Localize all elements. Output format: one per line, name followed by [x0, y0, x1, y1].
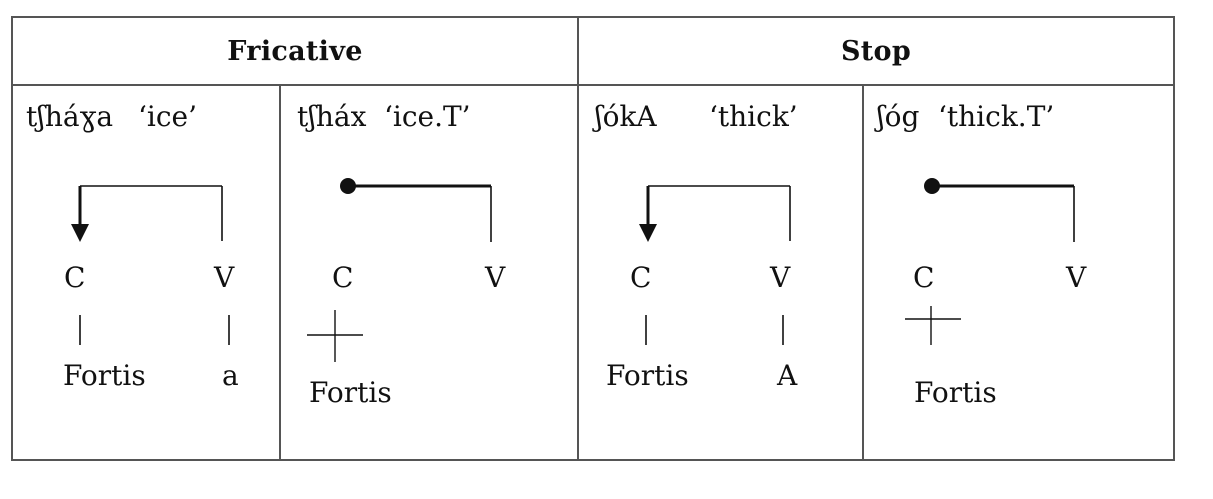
- v-node-3: V: [770, 261, 791, 294]
- word-form-3: ʃókA: [595, 100, 657, 133]
- c-node-3: C: [630, 261, 652, 294]
- group-divider: [577, 16, 579, 461]
- v-feature-3: A: [777, 359, 798, 392]
- spreading-arrow-3: [639, 185, 791, 242]
- cell-divider-3: [862, 84, 864, 461]
- blocked-link-2: [340, 178, 492, 242]
- c-node-2: C: [332, 261, 354, 294]
- c-node-1: C: [64, 261, 86, 294]
- header-stop: Stop: [840, 35, 912, 67]
- v-node-4: V: [1066, 261, 1087, 294]
- c-node-4: C: [913, 261, 935, 294]
- word-form-4: ʃóg: [877, 100, 920, 133]
- word-form-1: tʃháɣa: [26, 100, 114, 133]
- arrowhead-icon: [639, 224, 657, 242]
- table-frame: [11, 16, 1175, 461]
- v-node-1: V: [214, 261, 235, 294]
- word-gloss-2: ‘ice.T’: [384, 100, 471, 133]
- c-feature-4: Fortis: [914, 376, 997, 409]
- v-feature-1: a: [222, 359, 239, 392]
- word-gloss-4: ‘thick.T’: [938, 100, 1055, 133]
- header-divider: [11, 84, 1175, 86]
- word-gloss-1: ‘ice’: [138, 100, 198, 133]
- spreading-arrow-1: [71, 185, 223, 242]
- c-feature-3: Fortis: [606, 359, 689, 392]
- c-feature-1: Fortis: [63, 359, 146, 392]
- word-gloss-3: ‘thick’: [709, 100, 798, 133]
- delinked-cross-4: [905, 306, 961, 345]
- blocked-link-4: [924, 178, 1075, 242]
- cell-divider-1: [279, 84, 281, 461]
- delinked-cross-2: [307, 310, 363, 362]
- arrowhead-icon: [71, 224, 89, 242]
- c-feature-2: Fortis: [309, 376, 392, 409]
- v-node-2: V: [485, 261, 506, 294]
- header-fricative: Fricative: [227, 35, 363, 67]
- word-form-2: tʃháx: [297, 100, 367, 133]
